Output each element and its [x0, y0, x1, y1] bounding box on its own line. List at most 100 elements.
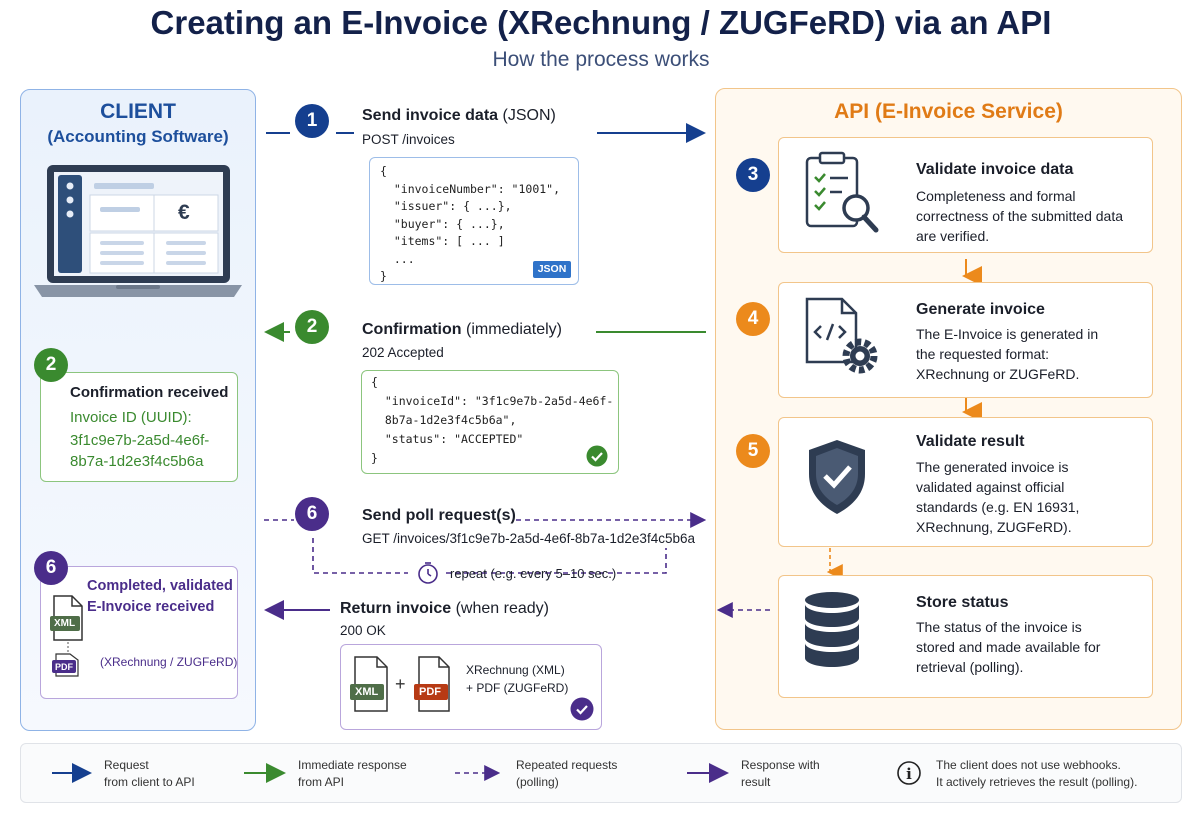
card-title-generate: Generate invoice — [916, 301, 1045, 318]
result-desc-line1: XRechnung (XML) — [466, 663, 565, 677]
check-circle-icon — [586, 445, 608, 467]
legend-polling-line1: Repeated requests — [516, 758, 618, 772]
code-line: "issuer": { ...}, — [380, 199, 512, 213]
step-badge: 4 — [736, 302, 770, 336]
euro-symbol: € — [178, 201, 190, 224]
poll-repeat-loop — [312, 538, 667, 574]
step-badge: 6 — [295, 497, 329, 531]
step1-title-rest: (JSON) — [498, 107, 556, 124]
code-line: { — [380, 164, 387, 178]
client-confirmation-box — [40, 372, 238, 482]
legend-result: Response with result — [741, 757, 820, 791]
page-subtitle: How the process works — [492, 48, 710, 71]
shield-check-icon — [809, 440, 865, 514]
xml-label: XML — [54, 618, 76, 629]
invoice-id-label: Invoice ID (UUID): — [70, 409, 192, 426]
api-title: API (E-Invoice Service) — [834, 100, 1063, 123]
code-line: "items": [ ... ] — [380, 234, 505, 248]
response-json-box — [361, 370, 619, 474]
plus-sign: + — [395, 674, 406, 694]
card-text-validate-result: The generated invoice is validated again… — [916, 459, 1080, 535]
legend-response-line1: Immediate response — [298, 758, 407, 772]
step1-endpoint: POST /invoices — [362, 132, 455, 147]
completed-title-line1: Completed, validated — [87, 578, 233, 594]
code-line: "invoiceNumber": "1001", — [380, 181, 561, 196]
legend-response-line2: from API — [298, 775, 345, 789]
legend-polling: Repeated requests (polling) — [516, 757, 617, 791]
legend-request-line1: Request — [104, 758, 149, 772]
legend-response: Immediate response from API — [298, 757, 407, 791]
code-line: } — [380, 269, 387, 283]
code-gear-icon — [805, 297, 878, 374]
card-text-generate: The E-Invoice is generated in the reques… — [916, 326, 1099, 382]
legend — [20, 743, 1182, 803]
step-badge: 5 — [736, 434, 770, 468]
result-xml-label: XML — [355, 686, 379, 698]
code-line: "buyer": { ...}, — [380, 216, 505, 231]
xml-pdf-files-icon — [50, 595, 83, 677]
xml-pdf-result-icon — [350, 656, 450, 712]
request-json-code: { "invoiceNumber": "1001", "issuer": { .… — [380, 162, 560, 285]
card-title-validate-data: Validate invoice data — [916, 161, 1074, 178]
result-pdf-label: PDF — [419, 686, 441, 698]
client-subtitle: (Accounting Software) — [47, 127, 229, 146]
step2-title: Confirmation (immediately) — [362, 321, 562, 339]
return-title-bold: Return invoice — [340, 600, 452, 617]
step2-status: 202 Accepted — [362, 345, 444, 360]
code-line: } — [371, 451, 378, 465]
legend-result-line2: result — [741, 775, 771, 789]
card-title-store-status: Store status — [916, 594, 1009, 611]
step2-title-bold: Confirmation — [362, 321, 462, 338]
laptop-icon — [34, 165, 242, 297]
invoice-id-line1: 3f1c9e7b-2a5d-4e6f- — [70, 432, 210, 449]
info-icon — [897, 761, 921, 785]
database-icon — [805, 592, 859, 667]
code-line: 8b7a-1d2e3f4c5b6a", — [371, 413, 517, 427]
step6-title: Send poll request(s) — [362, 507, 516, 525]
step1-title-bold: Send invoice data — [362, 107, 499, 124]
legend-info-line1: The client does not use webhooks. — [936, 758, 1121, 772]
card-title-validate-result: Validate result — [916, 433, 1025, 450]
code-line: "status": "ACCEPTED" — [371, 432, 524, 446]
client-title: CLIENT — [100, 100, 176, 123]
page-title: Creating an E-Invoice (XRechnung / ZUGFe… — [150, 4, 1052, 41]
confirmation-title: Confirmation received — [70, 384, 229, 401]
completed-formats: (XRechnung / ZUGFeRD) — [100, 655, 238, 669]
code-line: ... — [380, 251, 415, 266]
repeat-text: repeat (e.g. every 5–10 sec.) — [450, 566, 617, 581]
response-json-code: { "invoiceId": "3f1c9e7b-2a5d-4e6f- 8b7a… — [371, 373, 613, 468]
legend-request-line2: from client to API — [104, 775, 195, 789]
step-badge: 2 — [34, 348, 68, 382]
legend-result-line1: Response with — [741, 758, 820, 772]
request-json-box — [369, 157, 579, 285]
step-badge: 2 — [295, 310, 329, 344]
return-title-rest: (when ready) — [451, 600, 549, 617]
step-badge: 1 — [295, 104, 329, 138]
code-line: { — [371, 375, 378, 389]
pdf-label: PDF — [55, 662, 73, 672]
clipboard-search-icon — [805, 151, 879, 233]
completed-title-line2: E-Invoice received — [87, 599, 215, 615]
json-badge: JSON — [533, 261, 571, 278]
code-line: "invoiceId": "3f1c9e7b-2a5d-4e6f- — [371, 394, 614, 408]
step-badge: 6 — [34, 551, 68, 585]
legend-info: The client does not use webhooks. It acti… — [936, 757, 1137, 791]
svg-text:i: i — [906, 765, 912, 783]
clock-icon — [418, 562, 438, 584]
legend-polling-line2: (polling) — [516, 775, 559, 789]
step2-title-rest: (immediately) — [461, 321, 563, 338]
poll-endpoint: GET /invoices/3f1c9e7b-2a5d-4e6f-8b7a-1d… — [362, 531, 695, 546]
result-desc-line2: + PDF (ZUGFeRD) — [466, 681, 569, 695]
legend-info-line2: It actively retrieves the result (pollin… — [936, 775, 1138, 789]
step1-title: Send invoice data (JSON) — [362, 107, 556, 125]
return-status: 200 OK — [340, 623, 386, 638]
legend-request: Request from client to API — [104, 757, 195, 791]
check-circle-icon — [570, 697, 594, 721]
card-text-validate-data: Completeness and formal correctness of t… — [916, 188, 1123, 244]
card-text-store-status: The status of the invoice is stored and … — [916, 619, 1101, 675]
invoice-id-line2: 8b7a-1d2e3f4c5b6a — [70, 453, 204, 470]
step-badge: 3 — [736, 158, 770, 192]
step6-title-bold: Send poll request(s) — [362, 507, 516, 524]
